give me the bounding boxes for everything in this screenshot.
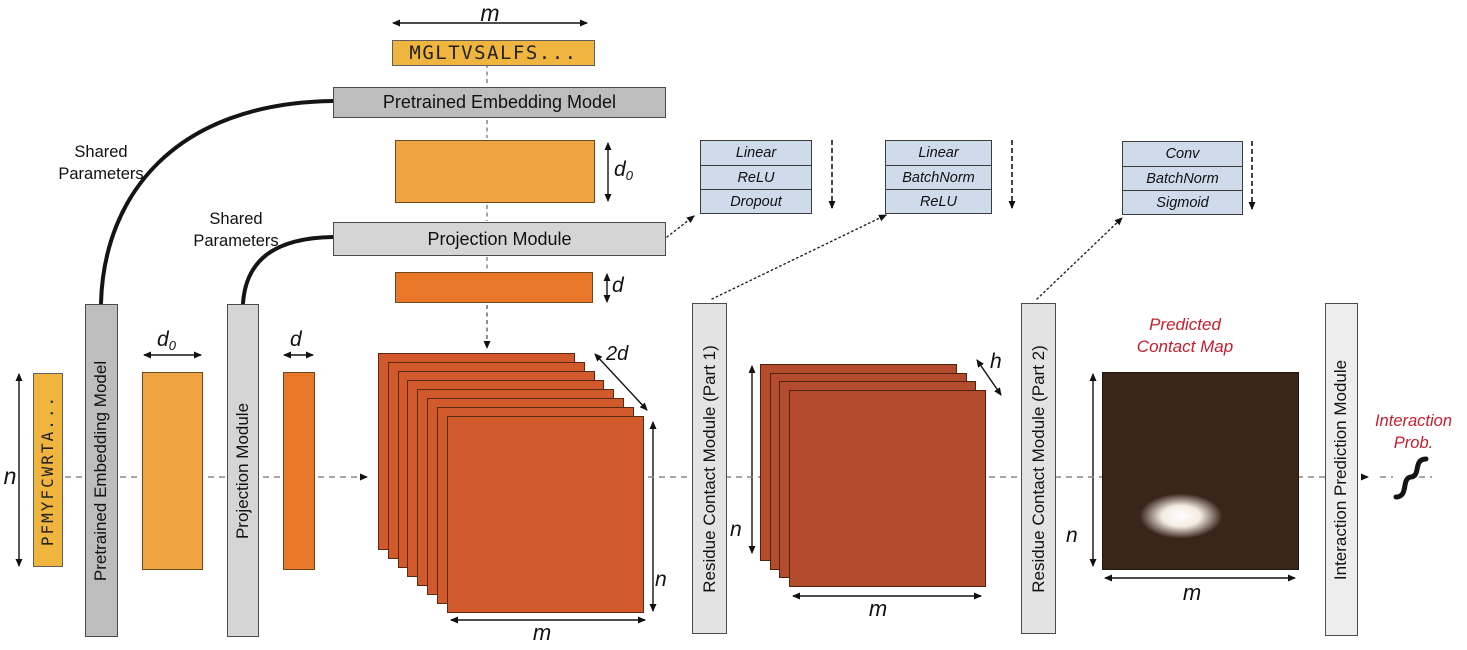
projection-module-left-label: Projection Module bbox=[233, 402, 253, 539]
stack1-n-label: n bbox=[655, 568, 667, 591]
stack2-h-label: h bbox=[990, 350, 1002, 373]
stack2-m-label: m bbox=[868, 596, 888, 621]
left-d0-label: d0 bbox=[157, 328, 176, 353]
table-row: Dropout bbox=[701, 189, 811, 213]
left-n-label: n bbox=[3, 463, 17, 489]
embedding-tensor-left-d0 bbox=[142, 372, 203, 570]
top-m-label: m bbox=[480, 0, 500, 26]
projected-tensor-top-d bbox=[395, 272, 593, 303]
interaction-prediction-module: Interaction Prediction Module bbox=[1325, 303, 1358, 636]
table-row: BatchNorm bbox=[886, 165, 991, 189]
top-d-label: d bbox=[612, 274, 624, 297]
projection-ops-table: Linear ReLU Dropout bbox=[700, 140, 812, 214]
left-d0-base: d bbox=[157, 328, 169, 351]
pretrained-embedding-model-top-label: Pretrained Embedding Model bbox=[382, 92, 617, 112]
table-row: ReLU bbox=[886, 189, 991, 213]
stack1-layer bbox=[447, 416, 644, 613]
shared-parameters-curve-projection bbox=[241, 235, 335, 305]
table-row: Conv bbox=[1123, 142, 1242, 166]
predicted-contact-map bbox=[1102, 372, 1299, 570]
shared-parameters-label-bottom: Shared Parameters bbox=[193, 210, 279, 250]
residue-contact-module-2-label: Residue Contact Module (Part 2) bbox=[1028, 344, 1048, 593]
stack2-h-arrow bbox=[976, 359, 1002, 396]
table-row: BatchNorm bbox=[1123, 166, 1242, 190]
table-row: Linear bbox=[886, 141, 991, 165]
table-row: Sigmoid bbox=[1123, 190, 1242, 214]
top-d0-label: d0 bbox=[614, 158, 633, 183]
left-d-label: d bbox=[290, 328, 302, 351]
sequence-box-left: PFMYFCWRTA... bbox=[33, 373, 63, 567]
projection-module-top-label: Projection Module bbox=[427, 228, 572, 249]
map-m-label: m bbox=[1182, 580, 1202, 605]
rcm2-to-table3-connector bbox=[1036, 217, 1123, 300]
map-n-label: n bbox=[1066, 524, 1078, 547]
rcm1-to-table2-connector bbox=[711, 214, 887, 300]
residue-contact-module-1: Residue Contact Module (Part 1) bbox=[692, 303, 727, 634]
projected-tensor-left-d bbox=[283, 372, 315, 570]
stack2-n-label: n bbox=[730, 518, 742, 541]
interaction-prob-label: Interaction Prob. bbox=[1374, 412, 1453, 452]
embedding-tensor-top-d0 bbox=[395, 140, 595, 203]
shared-parameters-label-top: Shared Parameters bbox=[58, 143, 144, 183]
top-d0-base: d bbox=[614, 158, 626, 181]
projection-module-left: Projection Module bbox=[227, 304, 259, 637]
left-d0-sub: 0 bbox=[168, 338, 176, 353]
rcm1-ops-table: Linear BatchNorm ReLU bbox=[885, 140, 992, 214]
sequence-text-top: MGLTVSALFS... bbox=[409, 42, 578, 64]
sequence-box-top: MGLTVSALFS... bbox=[392, 40, 595, 66]
pretrained-embedding-model-left-label: Pretrained Embedding Model bbox=[91, 360, 111, 581]
table-row: ReLU bbox=[701, 165, 811, 189]
pretrained-embedding-model-top: Pretrained Embedding Model bbox=[333, 87, 666, 118]
projection-module-top: Projection Module bbox=[333, 222, 666, 256]
pretrained-embedding-model-left: Pretrained Embedding Model bbox=[85, 304, 118, 637]
shared-parameters-curve-embedding bbox=[99, 99, 335, 305]
residue-contact-module-2: Residue Contact Module (Part 2) bbox=[1021, 303, 1056, 634]
top-d0-sub: 0 bbox=[625, 168, 633, 183]
stack1-2d-label: 2d bbox=[606, 343, 629, 365]
sigmoid-icon bbox=[1393, 456, 1429, 500]
stack2-layer bbox=[789, 390, 986, 587]
stack1-2d-arrow bbox=[594, 353, 648, 411]
interaction-prediction-module-label: Interaction Prediction Module bbox=[1331, 359, 1351, 580]
projection-to-table1-connector bbox=[666, 215, 695, 238]
sequence-text-left: PFMYFCWRTA... bbox=[38, 394, 58, 546]
residue-contact-module-1-label: Residue Contact Module (Part 1) bbox=[699, 344, 719, 593]
table-row: Linear bbox=[701, 141, 811, 165]
rcm2-ops-table: Conv BatchNorm Sigmoid bbox=[1122, 141, 1243, 215]
predicted-contact-map-title: Predicted Contact Map bbox=[1136, 315, 1234, 357]
stack1-m-label: m bbox=[532, 620, 552, 645]
